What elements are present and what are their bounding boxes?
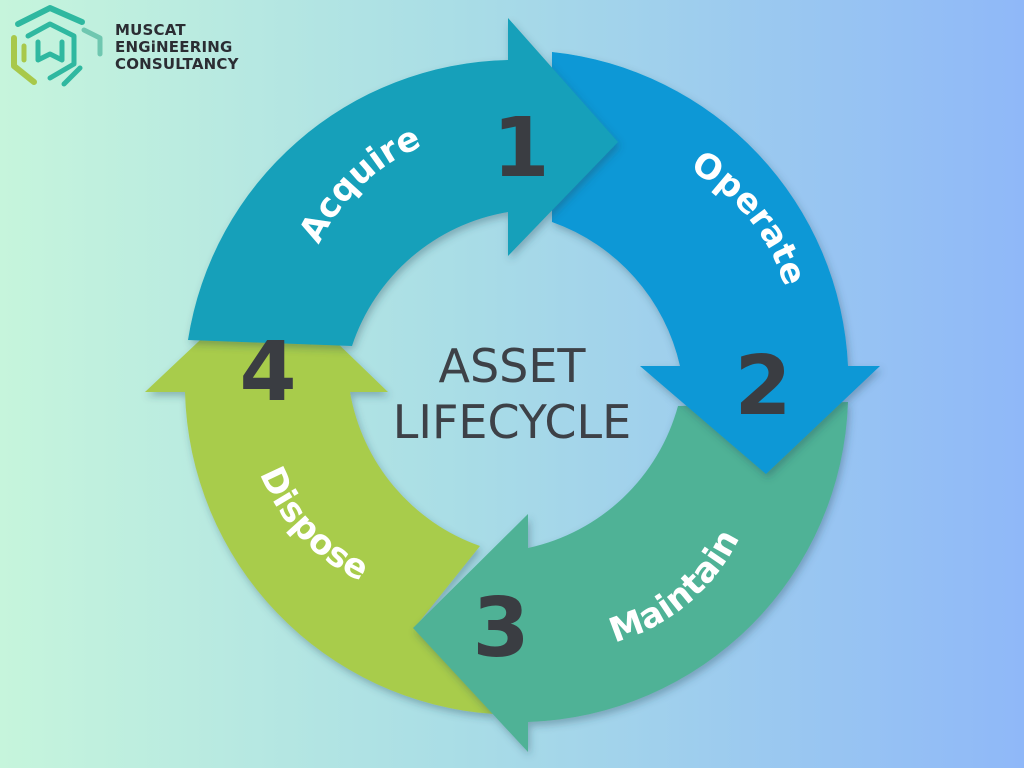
stage-3-arrow (413, 402, 848, 752)
logo-mark-icon (11, 5, 103, 87)
stage-1-number: 1 (492, 101, 549, 196)
center-title-line-1: ASSET (438, 339, 586, 393)
logo-wordmark: MUSCAT ENGiNEERING CONSULTANCY (115, 22, 239, 73)
stage-4-arrow (145, 276, 494, 714)
company-logo: MUSCAT ENGiNEERING CONSULTANCY (4, 2, 274, 94)
center-title: ASSET LIFECYCLE (352, 338, 672, 450)
center-title-line-2: LIFECYCLE (392, 395, 632, 449)
logo-line-2: ENGiNEERING (115, 38, 233, 56)
stage-2-number: 2 (734, 339, 791, 434)
stage-2-arrow (552, 52, 880, 474)
stage-4-number: 4 (239, 325, 296, 420)
stage-1-arrow (188, 18, 618, 346)
logo-line-1: MUSCAT (115, 21, 186, 39)
stage-3-number: 3 (472, 581, 529, 676)
logo-line-3: CONSULTANCY (115, 55, 239, 73)
